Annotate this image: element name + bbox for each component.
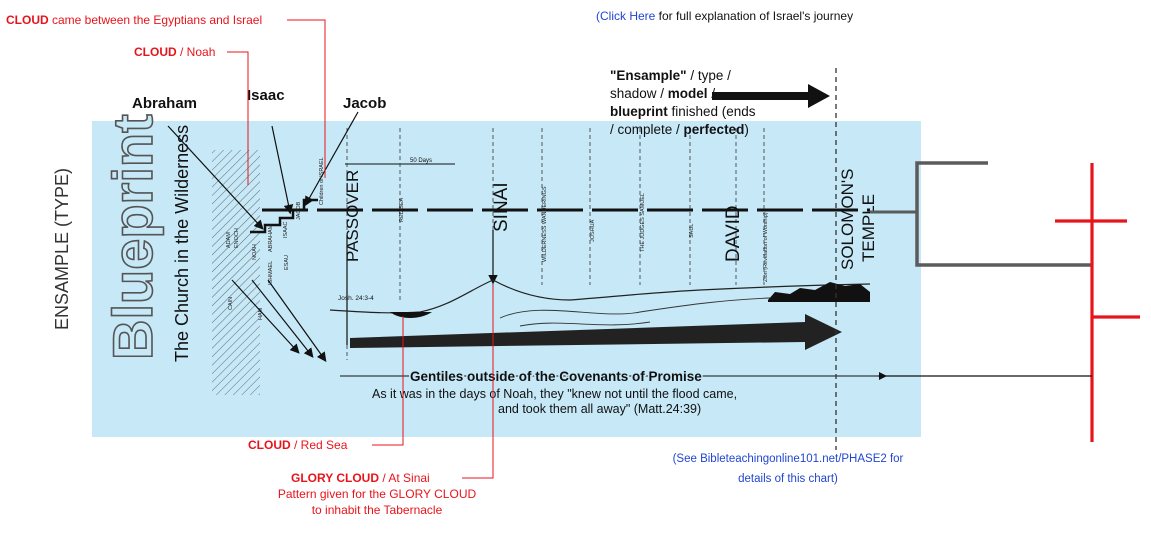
isaac-small-label: ISAAC [283, 221, 289, 238]
see-details-line2[interactable]: details of this chart) [738, 473, 838, 485]
red-sea-label: RED SEA [399, 198, 405, 222]
see-details-line1[interactable]: (See Bibleteachingonline101.net/PHASE2 f… [673, 453, 904, 465]
side-label-ensample: ENSAMPLE (TYPE) [52, 168, 72, 330]
fifty-days-label: 50 Days [410, 158, 432, 164]
adam-label: ADAM [226, 232, 232, 248]
cloud-egypt-leader [287, 19, 326, 178]
glory-cloud-annotation: GLORY CLOUD / At Sinai [291, 471, 430, 485]
pattern-line1: Pattern given for the GLORY CLOUD [278, 487, 477, 501]
cloud-red-sea-strong: CLOUD [248, 438, 291, 452]
church-subtitle: The Church in the Wilderness [172, 125, 192, 362]
patriarch-arrows [167, 111, 359, 362]
israel-label: Children of ISRAEL [319, 157, 325, 205]
glory-cloud-strong: GLORY CLOUD [291, 471, 379, 485]
ensample-word: "Ensample" [610, 68, 687, 83]
ensample-model: model [668, 86, 708, 101]
sinai-label: SINAI [491, 182, 512, 232]
david-label: DAVID [723, 205, 744, 262]
ensample-arrow [712, 84, 830, 108]
noah-small-label: NOAH [252, 244, 258, 260]
ham-label: HAM [258, 307, 264, 320]
patriarch-steps [250, 198, 318, 234]
cloud-noah-rest: / Noah [177, 45, 216, 59]
joshua-label: JOSHUA [590, 219, 596, 242]
ensample-finished: finished (ends [668, 104, 756, 119]
ensample-line4: / complete / perfected) [610, 122, 749, 137]
click-here-line: (Click Here for full explanation of Isra… [596, 9, 853, 23]
red-cross-figure [1055, 163, 1140, 442]
abraham-label: Abraham [132, 95, 197, 112]
big-progress-arrow [350, 314, 842, 350]
temple-label: TEMPLE [859, 194, 878, 262]
cloud-egypt-strong: CLOUD [6, 13, 49, 27]
gray-bracket [870, 161, 1092, 267]
red-sea-leader [372, 316, 404, 446]
ensample-shadow: shadow / [610, 86, 668, 101]
abraham-small-label: ABRAHAM [268, 224, 274, 252]
esau-label: ESAU [284, 255, 290, 270]
wilderness-wander [499, 297, 771, 319]
sinai-leader [462, 285, 494, 479]
ensample-line2: shadow / model / [610, 86, 715, 101]
ensample-complete: / complete / [610, 122, 684, 137]
judges-label: THE JUDGES SAMUEL [640, 193, 646, 252]
ensample-blueprint: blueprint [610, 104, 668, 119]
red-sea-water [390, 312, 432, 318]
cain-label: CAIN [228, 297, 234, 310]
cloud-noah-strong: CLOUD [134, 45, 177, 59]
jacob-label: Jacob [343, 95, 386, 112]
click-here-rest: for full explanation of Israel's journey [655, 9, 853, 23]
noah-quote-line1: As it was in the days of Noah, they "kne… [372, 387, 737, 401]
wilderness-wander-2 [519, 321, 651, 327]
ensample-perfected: perfected [684, 122, 745, 137]
enoch-label: ENOCH [234, 228, 240, 248]
cloud-egypt-annotation: CLOUD came between the Egyptians and Isr… [6, 13, 262, 27]
city-skyline [768, 282, 870, 302]
ensample-type: / type / [687, 68, 732, 83]
jacob-small-label: JACOB [296, 201, 302, 220]
hatched-wall [212, 150, 260, 395]
ensample-line1: "Ensample" / type / [610, 68, 731, 83]
noah-quote-line2: and took them all away" (Matt.24:39) [498, 402, 701, 416]
blueprint-title: Blueprint [101, 114, 164, 360]
cloud-noah-annotation: CLOUD / Noah [134, 45, 215, 59]
solomon-label: SOLOMON'S [838, 169, 857, 271]
ishmael-label: ISHMAEL [268, 261, 274, 285]
cloud-egypt-rest: came between the Egyptians and Israel [49, 13, 262, 27]
click-here-link[interactable]: Click Here [600, 9, 656, 23]
saul-label: SAUL [689, 224, 695, 238]
cloud-noah-leader [227, 51, 249, 185]
ensample-line3: blueprint finished (ends [610, 104, 756, 119]
passover-label: PASSOVER [343, 170, 362, 262]
ensample-slash: / [708, 86, 716, 101]
joshua-reference: Josh. 24:3-4 [338, 295, 374, 302]
gentiles-label: Gentiles outside of the Covenants of Pro… [410, 369, 702, 384]
cloud-red-sea-rest: / Red Sea [291, 438, 348, 452]
glory-cloud-rest: / At Sinai [379, 471, 430, 485]
small-timeline-labels: ADAM ENOCH NOAH CAIN HAM ABRAHAM ISHMAEL… [226, 157, 769, 320]
zion-label: Zion (Revelation of Worship) [763, 212, 769, 282]
cloud-red-sea-annotation: CLOUD / Red Sea [248, 438, 348, 452]
isaac-label: Isaac [247, 87, 285, 104]
pattern-line2: to inhabit the Tabernacle [312, 503, 443, 517]
ensample-close: ) [744, 122, 749, 137]
click-here-open: ( [596, 9, 600, 23]
wilderness-label: WILDERNESS WANDERINGS [542, 186, 548, 262]
